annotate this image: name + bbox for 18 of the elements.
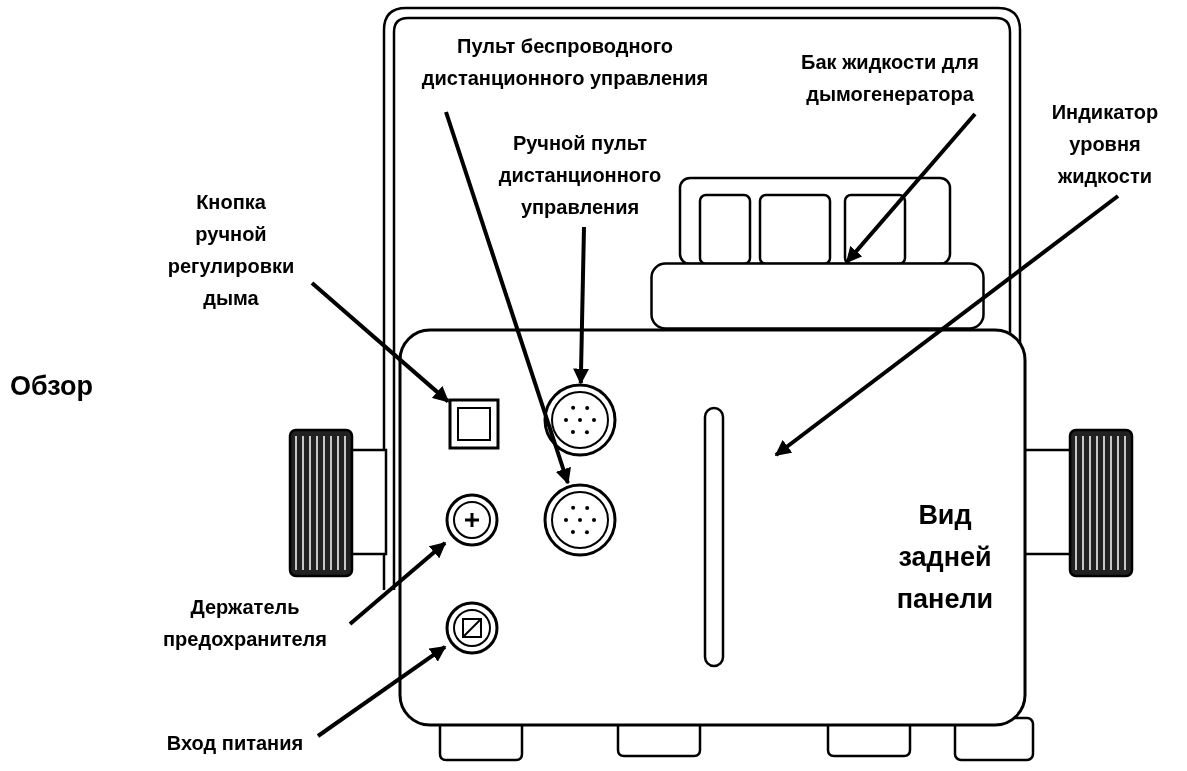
panel-label: Вид задней панели bbox=[895, 499, 995, 616]
callout-label: Вход питания bbox=[140, 727, 330, 759]
leader-line bbox=[348, 541, 447, 626]
callout-label: Индикатор уровня жидкости bbox=[1030, 94, 1180, 194]
heading-label: Обзор bbox=[10, 370, 94, 403]
leader-line bbox=[774, 194, 1120, 457]
callout-label: Бак жидкости для дымогенератора bbox=[760, 44, 1020, 112]
leader-line bbox=[845, 112, 977, 264]
push-button bbox=[448, 398, 500, 450]
callout-label: Кнопка ручной регулировки дыма bbox=[160, 184, 302, 316]
fluid-tank bbox=[650, 262, 985, 330]
callout-label: Держатель предохранителя bbox=[140, 590, 350, 656]
callout-label: Пульт беспроводного дистанционного управления bbox=[420, 14, 710, 110]
callout-label: Ручной пульт дистанционного управления bbox=[470, 125, 690, 225]
leader-line bbox=[444, 111, 571, 485]
leader-line bbox=[310, 281, 450, 403]
leader-line bbox=[573, 226, 590, 385]
leader-line bbox=[316, 645, 447, 738]
